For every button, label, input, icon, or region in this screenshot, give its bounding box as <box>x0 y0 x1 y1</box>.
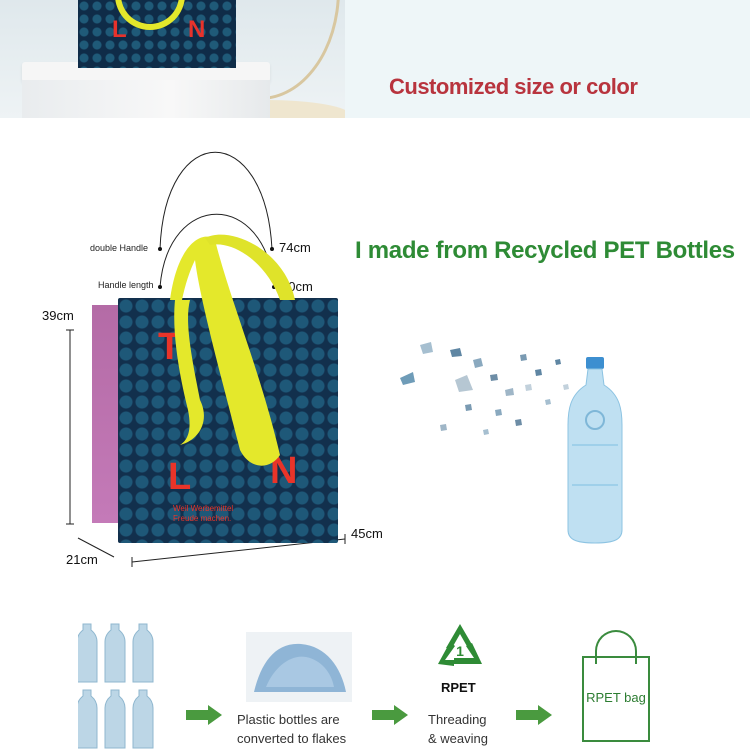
flakes-image <box>246 632 352 702</box>
arrow-right-icon <box>372 705 408 725</box>
rpet-bag-handle <box>595 630 637 664</box>
height-value: 39cm <box>42 308 74 323</box>
bag-slogan-line2: Freude machen. <box>173 514 232 523</box>
rpet-bag-label: RPET bag <box>586 690 646 705</box>
recycle-number: 1 <box>456 643 464 659</box>
recycle-icon: 1 <box>438 624 482 666</box>
step3-line2: & weaving <box>428 731 488 746</box>
double-handle-label: double Handle <box>90 243 149 253</box>
step2-line2: converted to flakes <box>237 731 347 746</box>
double-handle-value: 74cm <box>279 240 311 255</box>
banner-caption: Customized size or color <box>389 74 638 99</box>
step2-line1: Plastic bottles are <box>237 712 340 727</box>
pet-bottle <box>567 357 623 544</box>
tote-bag: T L N Weil Werbemittel Freude machen. <box>118 298 338 543</box>
dimension-dot <box>158 247 162 251</box>
pedestal-front <box>22 80 270 118</box>
dimension-dot <box>158 285 162 289</box>
bottle-group <box>78 623 154 749</box>
flakes-burst <box>400 342 569 435</box>
rpet-label: RPET <box>441 680 476 695</box>
product-photo: L N <box>0 0 345 118</box>
rpet-bag-icon <box>582 656 650 742</box>
top-banner: L N Customized size or color <box>0 0 750 118</box>
step3-line1: Threading <box>428 712 487 727</box>
bag-slogan-line1: Weil Werbemittel <box>173 504 234 513</box>
dimension-dot <box>272 285 276 289</box>
arrow-right-icon <box>516 705 552 725</box>
headline: I made from Recycled PET Bottles <box>355 237 735 264</box>
depth-value: 21cm <box>66 552 98 567</box>
flakes-pile <box>254 643 346 692</box>
bag-letter: L <box>168 456 192 498</box>
handle-length-label: Handle length <box>98 280 154 290</box>
width-value: 45cm <box>351 526 383 541</box>
banner-bag-letter: N <box>188 16 206 43</box>
banner-bag-letter: L <box>112 16 127 43</box>
arrow-right-icon <box>186 705 222 725</box>
dimension-dot <box>270 247 274 251</box>
